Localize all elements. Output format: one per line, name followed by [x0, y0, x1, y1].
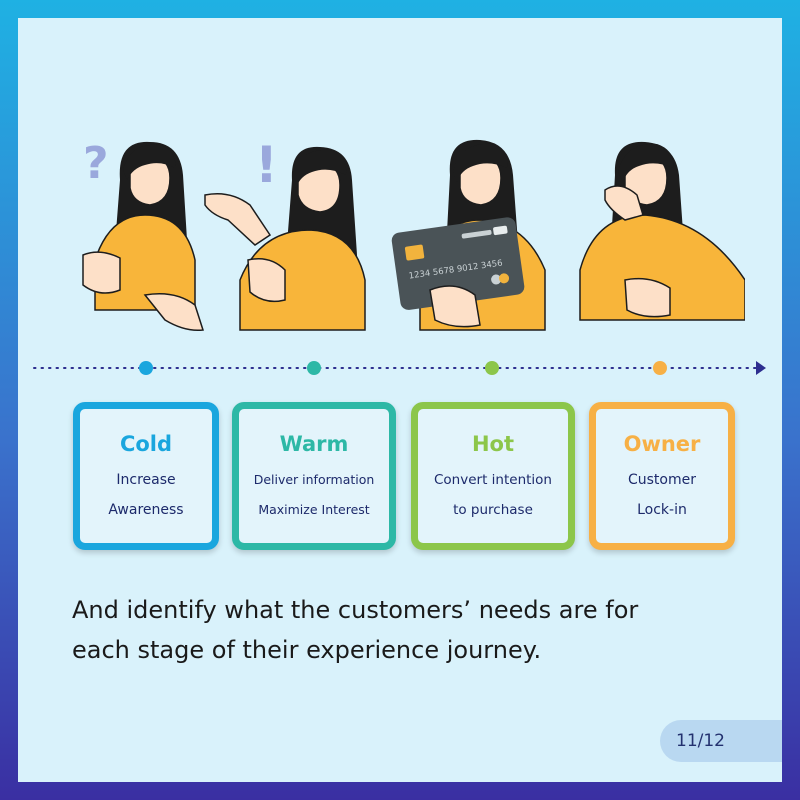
- stage-title: Warm: [279, 432, 349, 456]
- stage-card-owner: Owner Customer Lock-in: [589, 402, 735, 550]
- page-indicator: 11/12: [660, 720, 782, 762]
- question-mark-icon: ?: [83, 138, 109, 189]
- credit-card-icon: [391, 217, 525, 310]
- stage-description: Deliver information Maximize Interest: [253, 472, 375, 517]
- caption-line-1: And identify what the customers’ needs a…: [72, 596, 639, 624]
- arrow-right-icon: [756, 361, 766, 375]
- exclamation-mark-icon: !: [255, 136, 278, 194]
- pointing-woman-illustration: !: [200, 120, 370, 335]
- stage-description: Increase Awareness: [108, 472, 184, 518]
- stage-title: Owner: [623, 432, 701, 456]
- caption-line-2: each stage of their experience journey.: [72, 636, 542, 664]
- timeline-node-cold: [139, 361, 153, 375]
- thinking-woman-illustration: [575, 120, 745, 335]
- caption-text: And identify what the customers’ needs a…: [72, 590, 732, 670]
- stage-title: Hot: [471, 432, 515, 456]
- stage-card-cold: Cold Increase Awareness: [73, 402, 219, 550]
- stage-description: Customer Lock-in: [627, 472, 696, 518]
- stage-card-hot: Hot Convert intention to purchase: [411, 402, 575, 550]
- timeline-node-warm: [307, 361, 321, 375]
- stage-description: Convert intention to purchase: [434, 472, 552, 518]
- stage-card-warm: Warm Deliver information Maximize Intere…: [232, 402, 396, 550]
- timeline-node-hot: [485, 361, 499, 375]
- journey-timeline: [30, 360, 770, 376]
- card-holding-woman-illustration: 1234 5678 9012 3456: [385, 120, 555, 335]
- stage-title: Cold: [119, 432, 173, 456]
- confused-woman-illustration: ?: [75, 120, 245, 335]
- timeline-node-owner: [653, 361, 667, 375]
